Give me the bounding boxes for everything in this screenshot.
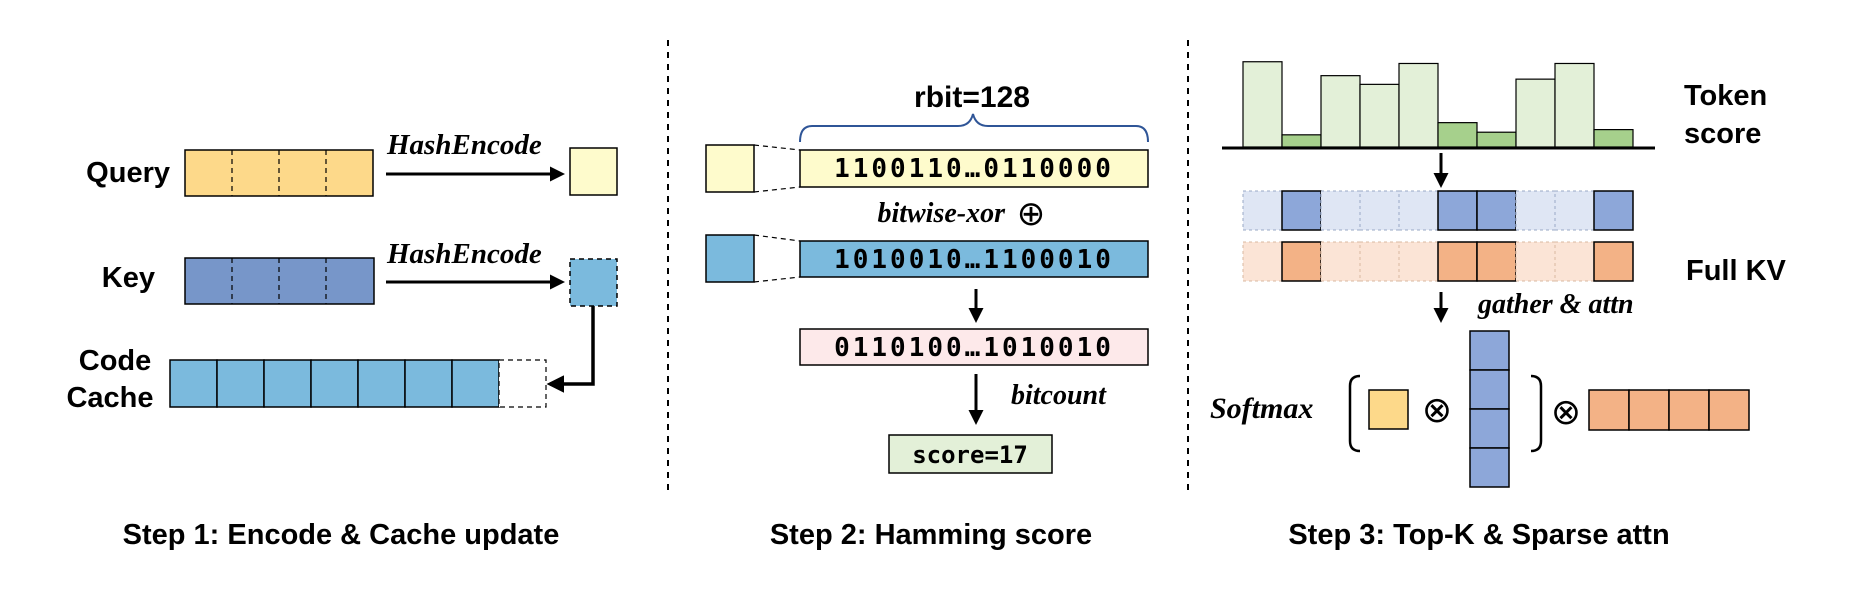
xor-symbol: ⊕ [1017, 195, 1046, 233]
full-kv-label: Full KV [1686, 255, 1787, 287]
kv-value-cell-selected [1281, 241, 1322, 282]
step1-caption: Step 1: Encode & Cache update [123, 519, 560, 551]
selected-query-box [1368, 389, 1409, 430]
key-bits-connector-bottom [753, 276, 801, 283]
kv-value-cell [1359, 241, 1400, 282]
token-score-bar [1515, 78, 1556, 148]
token-score-bar [1554, 62, 1595, 148]
kv-key-cell [1320, 190, 1361, 231]
score-text: score=17 [912, 441, 1028, 469]
kv-key-cell [1554, 190, 1595, 231]
kv-key-cell [1398, 190, 1439, 231]
selected-key-column [1469, 330, 1510, 488]
result-bits-text: 0110100…1010010 [834, 333, 1114, 363]
query-bits-connector-bottom [753, 186, 801, 193]
kv-key-cell-selected [1437, 190, 1478, 231]
token-score-label-line2: score [1684, 118, 1761, 150]
kv-value-cell [1320, 241, 1361, 282]
key-bits-box [799, 240, 1149, 278]
otimes-2: ⊗ [1551, 391, 1581, 432]
step3-caption: Step 3: Top-K & Sparse attn [1288, 519, 1669, 551]
query-vector [184, 149, 374, 197]
token-score-bars [1242, 61, 1634, 148]
token-score-bar [1281, 134, 1322, 148]
xor-label: bitwise-xor [877, 198, 1006, 229]
kv-value-cell [1515, 241, 1556, 282]
kv-key-row [1242, 190, 1634, 231]
key-bits-text: 1010010…1100010 [834, 245, 1114, 275]
step3-panel: Token score Full KV gather & attn Softma… [1210, 61, 1787, 551]
step2-panel: rbit=128 1100110…0110000 bitwise-xor ⊕ 1… [705, 81, 1149, 551]
query-bits-connector-top [753, 144, 801, 151]
kv-value-cell-selected [1593, 241, 1634, 282]
hash-encode-label-2: HashEncode [386, 238, 542, 270]
kv-key-cell-selected [1476, 190, 1517, 231]
kv-key-cell [1359, 190, 1400, 231]
token-score-bar [1320, 75, 1361, 148]
token-score-label-line1: Token [1684, 80, 1767, 112]
kv-key-cell-selected [1281, 190, 1322, 231]
query-label: Query [86, 157, 170, 189]
query-hash-box-2 [705, 144, 755, 193]
paren-left [1348, 374, 1361, 453]
hash-encode-label-1: HashEncode [386, 129, 542, 161]
code-cache-empty-slot [498, 359, 547, 408]
rbit-brace [799, 113, 1149, 143]
query-bits-box [799, 149, 1149, 188]
step2-caption: Step 2: Hamming score [770, 519, 1092, 551]
kv-key-cell [1515, 190, 1556, 231]
query-bits-text: 1100110…0110000 [834, 154, 1114, 184]
query-hash-box [569, 147, 618, 196]
token-score-bar [1242, 61, 1283, 148]
kv-key-cell-selected [1593, 190, 1634, 231]
kv-value-cell [1242, 241, 1283, 282]
kv-value-cell [1554, 241, 1595, 282]
key-hash-box [569, 258, 618, 307]
code-cache [169, 359, 547, 408]
key-label: Key [102, 262, 155, 294]
token-score-bar [1437, 122, 1478, 148]
code-cache-label-line1: Code [79, 345, 152, 377]
rbit-label: rbit=128 [914, 81, 1030, 114]
key-vector [184, 257, 375, 305]
selected-value-row [1588, 389, 1750, 431]
code-cache-label-line2: Cache [66, 382, 153, 414]
kv-value-cell-selected [1437, 241, 1478, 282]
score-box [888, 434, 1053, 474]
kv-value-row [1242, 241, 1634, 282]
kv-value-cell-selected [1476, 241, 1517, 282]
step1-panel: Query HashEncode Key HashEncode Code Cac… [66, 129, 618, 551]
otimes-1: ⊗ [1422, 389, 1452, 430]
softmax-label: Softmax [1210, 392, 1313, 425]
token-score-bar [1593, 129, 1634, 148]
token-score-bar [1476, 131, 1517, 148]
token-score-bar [1359, 83, 1400, 148]
key-bits-connector-top [753, 234, 801, 242]
kv-key-cell [1242, 190, 1283, 231]
result-bits-box [799, 328, 1149, 366]
cache-append-arrow [546, 306, 595, 393]
gather-attn-label: gather & attn [1477, 289, 1634, 320]
bitcount-label: bitcount [1011, 380, 1107, 411]
kv-value-cell [1398, 241, 1439, 282]
key-hash-box-2 [705, 234, 755, 283]
token-score-bar [1398, 62, 1439, 148]
paren-right [1530, 374, 1543, 453]
